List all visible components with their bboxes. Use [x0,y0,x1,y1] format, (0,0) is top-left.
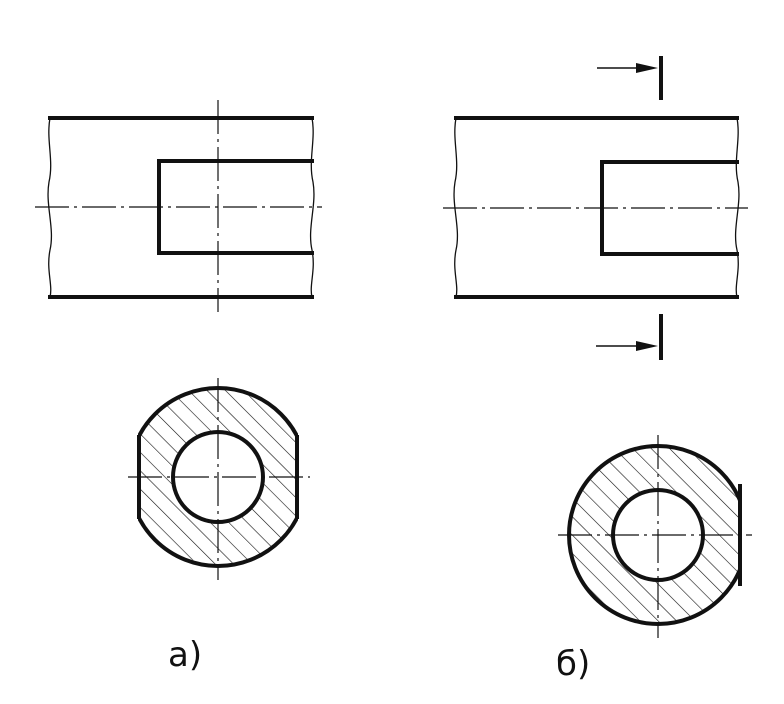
label-b: б) [556,644,590,684]
section-b-hatching [569,446,740,624]
view-b-slot [600,160,739,256]
view-b-left-break [453,117,459,298]
arrow-bottom-head [636,341,658,351]
label-a: а) [168,635,202,675]
section-a-hatching [138,388,298,564]
view-b-right-break [734,117,740,298]
arrow-top-head [636,63,658,73]
section-plane-marks [596,56,663,360]
view-a-right-break [309,117,315,298]
view-a-side [35,100,322,312]
section-a [128,378,310,580]
view-b-side [443,116,748,299]
section-b [558,435,752,638]
view-a-left-break [47,117,53,298]
